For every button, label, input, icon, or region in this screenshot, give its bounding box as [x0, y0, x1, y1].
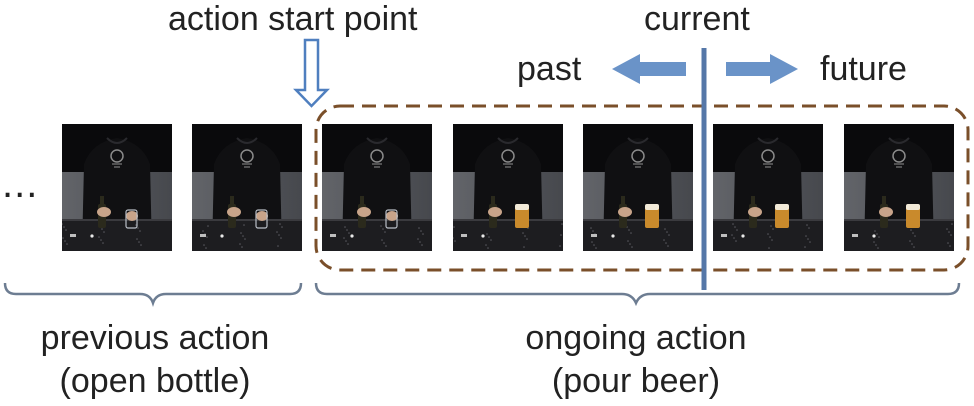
- action-start-point-label: action start point: [168, 0, 418, 38]
- frame-scene: [192, 124, 302, 251]
- ongoing-action-label: ongoing action: [525, 319, 747, 357]
- ongoing-action-sublabel: (pour beer): [551, 362, 721, 400]
- frame-scene: [583, 124, 693, 251]
- future-label: future: [820, 50, 907, 88]
- current-label: current: [644, 0, 750, 38]
- frame-ongoing-4: [713, 124, 823, 251]
- future-arrow: [726, 54, 798, 84]
- previous-action-label: previous action: [40, 319, 270, 357]
- frame-scene: [322, 124, 432, 251]
- frame-ongoing-5: [844, 124, 954, 251]
- frame-scene: [713, 124, 823, 251]
- frame-scene: [62, 124, 172, 251]
- previous-action-brace: [3, 282, 303, 307]
- frame-previous-1: [62, 124, 172, 251]
- ellipsis: ...: [2, 162, 39, 206]
- frame-ongoing-2: [453, 124, 563, 251]
- frame-ongoing-1: [322, 124, 432, 251]
- frame-scene: [453, 124, 563, 251]
- previous-action-sublabel: (open bottle): [59, 362, 251, 400]
- past-arrow: [612, 54, 686, 84]
- ongoing-action-brace: [314, 282, 961, 307]
- action-start-arrow: [293, 38, 330, 108]
- frame-ongoing-3: [583, 124, 693, 251]
- frame-previous-2: [192, 124, 302, 251]
- past-label: past: [517, 50, 582, 88]
- frame-scene: [844, 124, 954, 251]
